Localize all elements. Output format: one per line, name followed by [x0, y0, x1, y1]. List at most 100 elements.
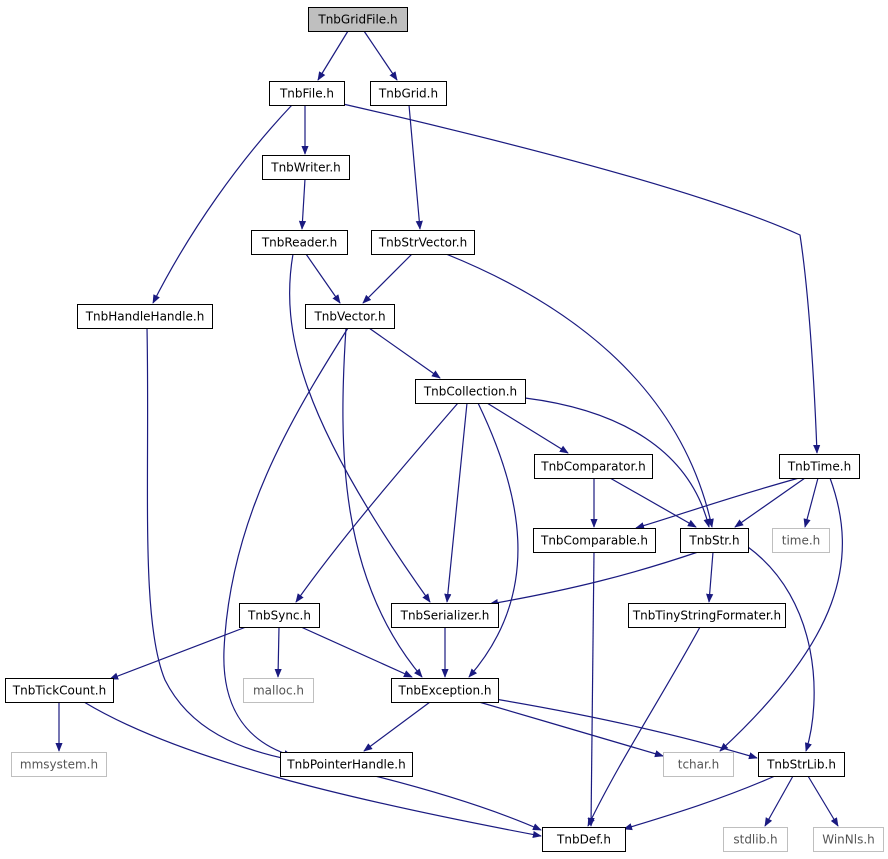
edge-tnb-collection-to-tnb-exception — [468, 402, 519, 678]
node-tnb-grid[interactable]: TnbGrid.h — [370, 81, 447, 106]
node-box — [11, 752, 107, 777]
node-label: TnbTime.h — [787, 460, 851, 474]
node-tchar[interactable]: tchar.h — [663, 752, 734, 777]
node-label: TnbStr.h — [688, 534, 739, 548]
edge-tnb-tick-count-to-tnb-def — [83, 701, 542, 839]
node-malloc[interactable]: malloc.h — [243, 678, 314, 703]
edge-tnb-time-to-time — [803, 477, 819, 528]
node-label: TnbDef.h — [556, 833, 611, 847]
node-label: TnbException.h — [397, 684, 491, 698]
node-box — [663, 752, 734, 777]
edge-tnb-exception-to-tnb-str-lib — [494, 698, 758, 760]
node-label: stdlib.h — [733, 833, 777, 847]
node-box — [758, 752, 845, 777]
node-label: TnbReader.h — [261, 236, 337, 250]
node-tnb-comparator[interactable]: TnbComparator.h — [534, 454, 653, 479]
node-label: TnbComparator.h — [540, 460, 646, 474]
node-label: malloc.h — [253, 684, 304, 698]
edge-tnb-str-lib-to-tnb-def — [623, 775, 776, 831]
edge-tnb-vector-to-tnb-pointer-handle — [223, 327, 349, 758]
node-tnb-reader[interactable]: TnbReader.h — [251, 230, 348, 255]
node-tnb-def[interactable]: TnbDef.h — [542, 827, 626, 852]
node-tnb-time[interactable]: TnbTime.h — [779, 454, 860, 479]
node-box — [391, 678, 499, 703]
edges — [55, 30, 843, 839]
node-label: TnbFile.h — [279, 87, 334, 101]
node-box — [5, 678, 114, 703]
edge-tnb-time-to-tnb-str — [734, 477, 806, 528]
edge-tnb-reader-to-tnb-vector — [305, 253, 341, 304]
node-tnb-str-lib[interactable]: TnbStrLib.h — [758, 752, 845, 777]
node-box — [534, 454, 653, 479]
edge-tnb-grid-to-tnb-str-vector — [408, 104, 423, 230]
edge-tnb-exception-to-tchar — [478, 701, 664, 758]
node-tnb-file[interactable]: TnbFile.h — [269, 81, 345, 106]
node-box — [779, 454, 860, 479]
node-label: TnbWriter.h — [270, 161, 341, 175]
edge-tnb-pointer-handle-to-tnb-def — [374, 775, 542, 831]
edge-tnb-exception-to-tnb-pointer-handle — [363, 701, 431, 752]
edge-tnb-str-vector-to-tnb-str — [445, 253, 714, 528]
node-label: TnbSerializer.h — [400, 609, 490, 623]
edge-tnb-str-to-tnb-tiny-string-formater — [706, 551, 714, 603]
node-box — [542, 827, 626, 852]
node-box — [280, 752, 413, 777]
node-box — [262, 155, 350, 180]
node-box — [77, 304, 213, 329]
edge-tnb-sync-to-tnb-exception — [300, 626, 413, 678]
edge-tnb-collection-to-tnb-serializer — [444, 402, 468, 603]
edge-tnb-str-lib-to-win-nls — [807, 775, 839, 827]
node-label: TnbGridFile.h — [317, 13, 397, 27]
node-box — [628, 603, 786, 628]
edge-tnb-collection-to-tnb-sync — [295, 402, 459, 603]
node-box — [680, 528, 749, 553]
node-tnb-sync[interactable]: TnbSync.h — [239, 603, 320, 628]
node-label: TnbHandleHandle.h — [85, 310, 205, 324]
node-mmsystem[interactable]: mmsystem.h — [11, 752, 107, 777]
edge-tnb-vector-to-tnb-collection — [368, 327, 441, 379]
node-tnb-handle-handle[interactable]: TnbHandleHandle.h — [77, 304, 213, 329]
node-box — [813, 827, 884, 852]
edge-tnb-writer-to-tnb-reader — [298, 178, 307, 230]
node-label: TnbComparable.h — [540, 534, 648, 548]
node-win-nls[interactable]: WinNls.h — [813, 827, 884, 852]
edge-tnb-tiny-string-formater-to-tnb-def — [587, 626, 701, 827]
node-tnb-tiny-string-formater[interactable]: TnbTinyStringFormater.h — [628, 603, 786, 628]
node-tnb-vector[interactable]: TnbVector.h — [305, 304, 395, 329]
node-tnb-serializer[interactable]: TnbSerializer.h — [391, 603, 499, 628]
node-box — [305, 304, 395, 329]
node-label: time.h — [782, 534, 821, 548]
node-tnb-str-vector[interactable]: TnbStrVector.h — [371, 230, 475, 255]
node-time[interactable]: time.h — [772, 528, 830, 553]
node-label: TnbTinyStringFormater.h — [632, 609, 781, 623]
edge-tnb-str-to-tnb-str-lib — [747, 546, 815, 752]
node-label: TnbStrVector.h — [378, 236, 467, 250]
node-tnb-writer[interactable]: TnbWriter.h — [262, 155, 350, 180]
node-label: TnbCollection.h — [423, 385, 517, 399]
node-label: tchar.h — [678, 758, 720, 772]
node-stdlib[interactable]: stdlib.h — [723, 827, 788, 852]
node-tnb-collection[interactable]: TnbCollection.h — [415, 379, 526, 404]
node-tnb-pointer-handle[interactable]: TnbPointerHandle.h — [280, 752, 413, 777]
edge-tnb-comparator-to-tnb-str — [609, 477, 697, 528]
node-tnb-grid-file[interactable]: TnbGridFile.h — [308, 7, 408, 32]
edge-tnb-vector-to-tnb-exception — [342, 327, 423, 678]
node-box — [391, 603, 499, 628]
node-label: TnbTickCount.h — [12, 684, 106, 698]
edge-tnb-sync-to-tnb-tick-count — [109, 626, 247, 680]
node-tnb-exception[interactable]: TnbException.h — [391, 678, 499, 703]
node-box — [723, 827, 788, 852]
edge-tnb-file-to-tnb-time — [342, 103, 821, 454]
node-tnb-str[interactable]: TnbStr.h — [680, 528, 749, 553]
node-tnb-comparable[interactable]: TnbComparable.h — [533, 528, 656, 553]
edge-tnb-collection-to-tnb-comparator — [486, 402, 569, 454]
edge-tnb-time-to-tchar — [719, 477, 843, 752]
node-box — [415, 379, 526, 404]
node-label: mmsystem.h — [20, 758, 98, 772]
node-label: TnbPointerHandle.h — [286, 758, 405, 772]
node-box — [251, 230, 348, 255]
edge-tnb-str-vector-to-tnb-vector — [362, 253, 413, 304]
node-tnb-tick-count[interactable]: TnbTickCount.h — [5, 678, 114, 703]
